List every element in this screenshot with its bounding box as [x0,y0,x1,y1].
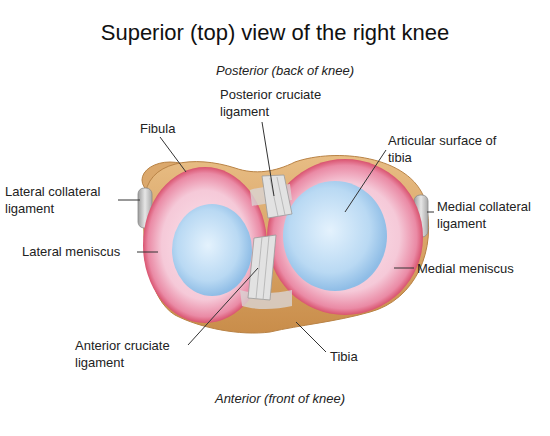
part-label: Medial collateral ligament [437,198,549,232]
part-label: Anterior cruciate ligament [75,337,190,371]
lateral-articular-surface [172,204,252,296]
direction-label: Anterior (front of knee) [5,390,550,407]
leader-line [137,252,158,253]
leader-line [118,200,140,201]
anterior-cruciate-ligament [248,235,276,300]
leader-line [394,268,414,269]
part-label: Medial meniscus [417,260,542,277]
part-label: Lateral collateral ligament [5,183,117,217]
leader-line [427,212,434,213]
part-label: Posterior cruciate ligament [220,86,338,120]
title: Superior (top) view of the right knee [0,20,550,46]
medial-articular-surface [283,181,387,291]
tibia-plateau [144,156,429,334]
leader-line [188,268,258,345]
leader-lines [118,122,434,352]
posterior-cruciate-ligament [262,175,292,218]
part-label: Fibula [140,120,200,137]
leader-line [160,137,186,172]
part-label: Tibia [330,348,390,365]
part-label: Lateral meniscus [22,243,142,260]
direction-label: Posterior (back of knee) [10,62,550,79]
leader-line [262,122,274,196]
leader-line [345,150,386,212]
leader-line [296,322,326,352]
part-label: Articular surface of tibia [388,132,506,166]
